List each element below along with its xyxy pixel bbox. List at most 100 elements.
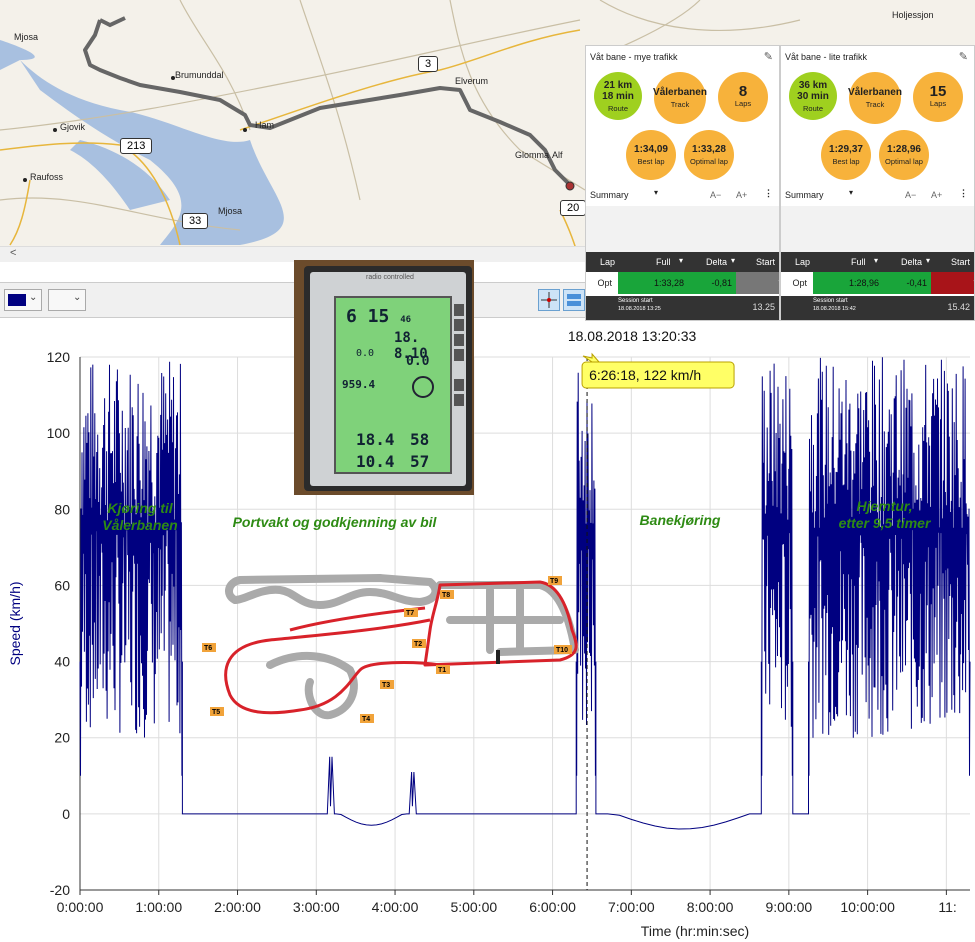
line-style-dropdown[interactable]: ⌄: [48, 289, 86, 311]
y-tick-label: 20: [54, 730, 70, 746]
lcd-outdoor-humidity: 57: [410, 452, 430, 471]
lap-delta: +7,10: [883, 320, 931, 321]
lcd-seconds: 46: [400, 315, 412, 325]
track-turn-marker: T1: [436, 665, 450, 674]
road-badge: 213: [120, 138, 153, 154]
weather-station-photo: radio controlled 6 15 46 18. 8.10 0.0 0.…: [294, 260, 474, 495]
decrease-font-button[interactable]: A−: [710, 190, 722, 200]
opt-full: 1:33,28: [618, 272, 688, 294]
panel-title: Våt bane - lite trafikk: [785, 52, 868, 62]
x-tick-label: 11:: [938, 899, 956, 915]
sort-icon[interactable]: ▾: [731, 256, 736, 265]
svg-text:T9: T9: [550, 578, 558, 585]
y-tick-label: 100: [47, 425, 71, 441]
session-date: 18.08.2018 13:25: [618, 306, 661, 312]
col-delta[interactable]: Delta: [706, 257, 728, 267]
lcd-time: 6 15: [346, 306, 390, 327]
optimal-lap-value: 1:28,96: [887, 144, 921, 155]
track-label: Track: [865, 100, 885, 109]
cursor-tooltip: [581, 361, 735, 389]
y-tick-label: 0: [62, 806, 70, 822]
opt-delta: -0,81: [688, 272, 736, 294]
col-lap[interactable]: Lap: [795, 257, 811, 267]
more-icon[interactable]: ⋮: [764, 188, 773, 198]
col-full[interactable]: Full: [656, 257, 671, 267]
chevron-down-icon[interactable]: ▾: [654, 188, 659, 197]
lap-delta: +7,87: [688, 320, 736, 321]
chevron-down-icon[interactable]: ▾: [849, 188, 854, 197]
route-value: 36 km 30 min: [797, 79, 829, 102]
increase-font-button[interactable]: A+: [931, 190, 943, 200]
chevron-down-icon: ⌄: [73, 292, 82, 303]
edit-icon[interactable]: ✎: [763, 51, 773, 63]
col-full[interactable]: Full: [851, 257, 866, 267]
cursor-timestamp: 18.08.2018 13:20:33: [568, 328, 697, 344]
more-icon[interactable]: ⋮: [959, 188, 968, 198]
color-swatch: [8, 294, 26, 306]
map-horizontal-scrollbar[interactable]: <: [0, 246, 590, 262]
map-place-label: Glomma: [515, 150, 550, 160]
track-turn-marker: T6: [202, 643, 216, 652]
lap-row[interactable]: ⋮ 1 1:41,96 +7,87 13.27: [586, 320, 779, 321]
laps-value: 15: [929, 83, 947, 100]
opt-row[interactable]: Opt 1:33,28 -0,81 *: [586, 272, 779, 296]
col-start[interactable]: Start: [756, 257, 776, 267]
y-tick-label: -20: [50, 882, 70, 898]
col-start[interactable]: Start: [951, 257, 971, 267]
split-view-icon: [567, 294, 581, 306]
lcd-wind: 0.0: [356, 348, 375, 359]
track-turn-marker: T2: [412, 639, 426, 648]
crosshair-tool-button[interactable]: [538, 289, 560, 311]
sort-icon[interactable]: ▾: [679, 256, 684, 265]
track-turn-marker: T9: [548, 576, 562, 585]
track-label: Track: [670, 100, 690, 109]
increase-font-button[interactable]: A+: [736, 190, 748, 200]
col-lap[interactable]: Lap: [600, 257, 616, 267]
best-lap-label: Best lap: [637, 157, 665, 166]
lap-start: 15.46: [931, 320, 975, 321]
split-view-button[interactable]: [563, 289, 585, 311]
scroll-left-icon[interactable]: <: [10, 247, 17, 259]
map-place-label: Mjosa: [14, 32, 39, 42]
summary-bar: Summary ▾ A− A+ ⋮: [781, 186, 974, 204]
sort-icon[interactable]: ▾: [874, 256, 879, 265]
session-row: Session start 18.08.2018 15:42 15.42: [781, 296, 974, 320]
summary-dropdown[interactable]: Summary: [590, 190, 629, 200]
chevron-down-icon: ⌄: [29, 292, 38, 303]
track-value: Vålerbanen: [653, 87, 707, 98]
opt-label: Opt: [781, 272, 811, 294]
best-lap-value: 1:29,37: [829, 144, 863, 155]
x-tick-label: 2:00:00: [214, 899, 261, 915]
line-color-dropdown[interactable]: ⌄: [4, 289, 42, 311]
map-place-label: Mjosa: [218, 206, 243, 216]
svg-text:T8: T8: [442, 592, 450, 599]
decrease-font-button[interactable]: A−: [905, 190, 917, 200]
track-turn-marker: T3: [380, 680, 394, 689]
x-tick-label: 9:00:00: [765, 899, 812, 915]
lap-row[interactable]: ⋮ 1 1:36,47 +7,10 15.46: [781, 320, 974, 321]
lap-start: 13.27: [736, 320, 780, 321]
y-tick-label: 80: [54, 501, 70, 517]
col-delta[interactable]: Delta: [901, 257, 923, 267]
road-badge: 3: [418, 56, 439, 72]
lap-table-header: Lap Full ▾ Delta ▾ Start: [781, 252, 974, 272]
lap-full: 1:36,47: [813, 320, 883, 321]
laps-value: 8: [738, 83, 748, 100]
y-tick-label: 60: [54, 577, 70, 593]
opt-row[interactable]: Opt 1:28,96 -0,41 *: [781, 272, 974, 296]
edit-icon[interactable]: ✎: [958, 51, 968, 63]
sort-icon[interactable]: ▾: [926, 256, 931, 265]
summary-dropdown[interactable]: Summary: [785, 190, 824, 200]
